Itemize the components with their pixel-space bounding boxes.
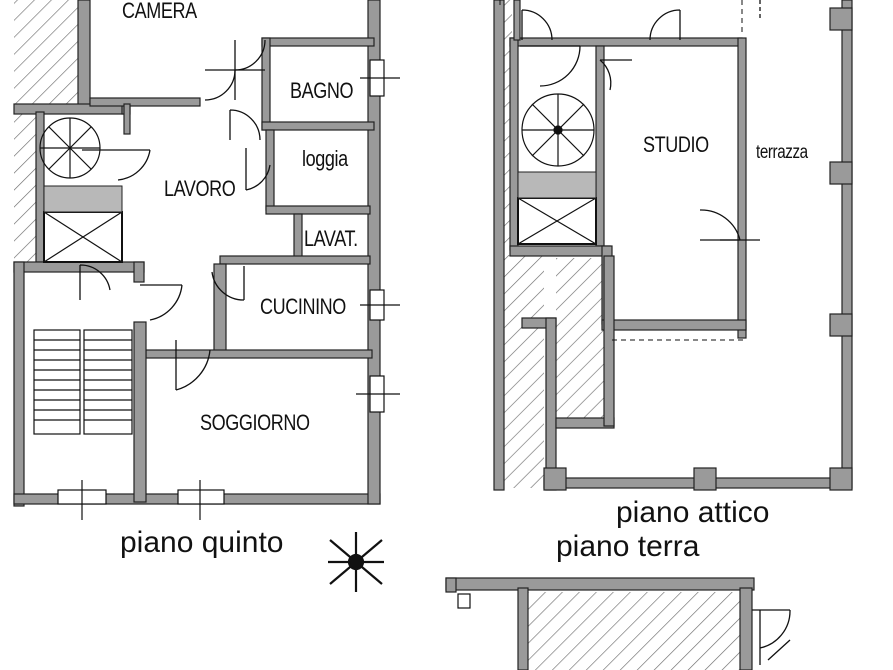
wall: [265, 129, 275, 211]
wall: [445, 577, 457, 593]
room-label-cucinino: CUCININO: [260, 294, 346, 319]
caption-piano-quinto: piano quinto: [120, 526, 284, 559]
hatched-area-attico-left: [498, 255, 544, 488]
wall: [545, 317, 557, 491]
wall: [265, 205, 371, 215]
room-label-soggiorno: SOGGIORNO: [200, 410, 310, 435]
elevator-landing: [43, 185, 123, 213]
wall: [213, 263, 227, 355]
piano-attico-plan: [493, 0, 853, 491]
wall: [123, 103, 131, 135]
wall: [517, 587, 529, 670]
wall: [595, 45, 605, 247]
hatched-area-terra: [528, 592, 740, 670]
door-swings: [79, 39, 271, 391]
north-arrow-icon: [328, 532, 384, 592]
wall: [493, 0, 505, 491]
wall: [13, 261, 145, 273]
piano-terra-plan: [445, 577, 791, 670]
dashed-terrace-edges: [499, 0, 746, 341]
room-label-loggia: loggia: [302, 146, 348, 171]
wall: [261, 121, 375, 131]
spiral-staircase: [39, 117, 101, 179]
spiral-staircase-attico: [521, 93, 595, 167]
wall: [133, 321, 147, 503]
wall: [89, 97, 201, 107]
wall: [293, 213, 303, 259]
hatched-area-top-left: [14, 0, 78, 104]
wall: [509, 37, 743, 47]
wall: [509, 37, 519, 251]
caption-piano-terra: piano terra: [556, 530, 700, 563]
room-label-lavat: LAVAT.: [304, 226, 358, 251]
room-label-lavoro: LAVORO: [164, 176, 236, 201]
room-label-studio: STUDIO: [643, 132, 709, 157]
wall: [445, 577, 755, 591]
wall: [77, 0, 91, 107]
door-swings-attico: [520, 0, 761, 241]
piano-quinto-plan: [13, 0, 400, 592]
caption-piano-attico: piano attico: [616, 496, 770, 529]
wall: [509, 245, 611, 257]
wall: [219, 255, 371, 265]
hatched-area-attico-core: [556, 258, 604, 420]
wall: [133, 261, 145, 283]
straight-stairs: [33, 329, 133, 435]
terrace-posts: [543, 7, 853, 491]
wall: [513, 0, 521, 41]
wall: [601, 319, 747, 331]
wall: [739, 587, 753, 670]
wall: [603, 255, 615, 427]
wall: [261, 37, 375, 47]
room-label-camera: CAMERA: [122, 0, 197, 23]
wall: [737, 37, 747, 339]
wall: [145, 349, 373, 359]
door-swing-terra: [752, 609, 791, 665]
window-marks: [57, 59, 400, 520]
room-label-bagno: BAGNO: [290, 78, 354, 103]
wall: [841, 0, 853, 489]
wall: [13, 261, 25, 507]
room-label-terrazza: terrazza: [756, 142, 808, 163]
